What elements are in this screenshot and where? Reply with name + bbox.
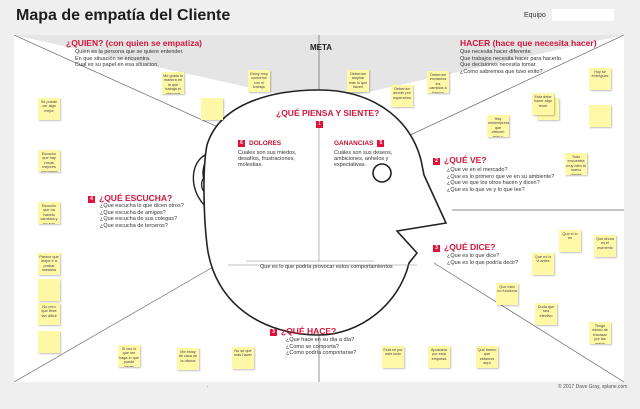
- ganancias-label: GANANCIAS: [334, 140, 374, 147]
- page-title: Mapa de empatía del Cliente: [16, 7, 231, 24]
- hacer-line-1: Que necesita hacer diferente.: [460, 49, 533, 55]
- dice-label: ¿QUÉ DICE?: [444, 242, 496, 252]
- sticky-note[interactable]: No sé qué más hacer: [232, 347, 254, 369]
- sticky-note[interactable]: Que bueno que estamos aquí: [476, 346, 498, 368]
- dolores-line-3: molestias.: [238, 162, 263, 168]
- ganancias-line-1: Cuáles son sus deseos,: [334, 150, 393, 156]
- sticky-note[interactable]: Tengo miedo de fracasar por las malas: [589, 322, 611, 344]
- mouth-caption: Que es lo que podría provocar estos comp…: [260, 264, 393, 270]
- sticky-note[interactable]: Se puede ver algo mejor: [38, 98, 60, 120]
- dice-title: 3 ¿QUÉ DICE?: [433, 242, 495, 252]
- sticky-note[interactable]: Deberían ampliar más lo que hacen: [347, 70, 369, 92]
- sticky-note[interactable]: Me estoy de casa en la oficina: [177, 348, 199, 370]
- empathy-map-board: META ¿QUIEN? (con quien se empatiza) Qui…: [14, 35, 624, 382]
- hace-line-2: ¿Como se comporta?: [286, 343, 339, 350]
- ve-title: 2 ¿QUÉ VE?: [433, 155, 487, 165]
- sticky-note[interactable]: [38, 331, 60, 353]
- dolores-label: DOLORES: [249, 140, 282, 147]
- hace-number: 3: [270, 329, 277, 336]
- sticky-note[interactable]: Esto debe hacer algo tener: [532, 93, 554, 115]
- team-label: Equipo: [524, 12, 546, 19]
- ganancias-line-2: ambiciones, anhelos y: [334, 156, 389, 162]
- hace-line-3: ¿Como podría comportarse?: [286, 350, 357, 356]
- sticky-note[interactable]: [589, 105, 611, 127]
- ve-label: ¿QUÉ VE?: [444, 155, 487, 165]
- ve-number: 2: [433, 158, 440, 165]
- sticky-note[interactable]: Está sé por este lado: [382, 346, 404, 368]
- hace-label: ¿QUÉ HACE?: [281, 326, 337, 336]
- quien-line-1: Quien es la persona que se quiere entend…: [75, 49, 184, 55]
- sticky-note[interactable]: Hoy se entregues: [589, 68, 611, 90]
- sticky-note[interactable]: Deberían enviarnos los cambios a tiempo: [427, 71, 449, 93]
- footer-dot: .: [207, 383, 209, 389]
- escucha-number: 4: [88, 196, 95, 203]
- piensa-number: 1: [316, 121, 323, 128]
- sticky-note[interactable]: Estoy muy conforme con el trabajo: [248, 70, 270, 92]
- hacer-title: HACER (hace que necesita hacer): [460, 38, 597, 48]
- dice-line-2: ¿Que es lo que podría decir?: [447, 259, 519, 266]
- dolores-number: 6: [238, 140, 245, 147]
- meta-label: META: [310, 43, 333, 52]
- escucha-line-4: ¿Que escucha de terceros?: [100, 222, 168, 229]
- quien-line-3: Cual es su papel en esa situacion.: [75, 62, 159, 68]
- sticky-note[interactable]: Me gusta la manera en la que trabaja el …: [162, 72, 184, 94]
- dolores-line-1: Cuales son sus miedos,: [238, 150, 297, 156]
- hacer-line-3: Que decisiones necesita tomar.: [460, 62, 537, 68]
- escucha-label: ¿QUÉ ESCUCHA?: [99, 193, 173, 203]
- ganancias-line-3: expectativas.: [334, 162, 367, 168]
- dice-number: 3: [433, 245, 440, 252]
- sticky-note[interactable]: Escucho que ha habido cambios y no son b…: [38, 202, 60, 224]
- escucha-title: 4 ¿QUÉ ESCUCHA?: [88, 193, 172, 203]
- sticky-note[interactable]: Apostaría por esta empresa: [428, 346, 450, 368]
- sticky-note[interactable]: Que esto no funciona: [496, 283, 518, 305]
- hace-title: 3 ¿QUÉ HACE?: [270, 326, 336, 336]
- quien-title: ¿QUIEN? (con quien se empatiza): [66, 38, 203, 48]
- sticky-note[interactable]: Hay miniempresas que ofrecen más y mejor: [487, 115, 509, 137]
- escucha-line-1: ¿Que escucha lo que dicen otros?: [100, 203, 184, 209]
- sticky-note[interactable]: Deberían decidir por esperarlos: [391, 85, 413, 107]
- dolores-line-2: desafíos, frustraciones,: [238, 156, 295, 162]
- sticky-note[interactable]: [201, 98, 223, 120]
- dolores-title: 6 DOLORES: [238, 140, 281, 147]
- footer-credit: © 2017 Dave Gray, xplane.com: [558, 384, 628, 390]
- ve-line-4: ¿Que es lo que ve y lo que lee?: [447, 186, 525, 193]
- sticky-note[interactable]: No creo que lleve tan difícil: [38, 303, 60, 325]
- sticky-note[interactable]: Duda que sea efectivo: [535, 303, 557, 325]
- sticky-note[interactable]: Que sí lo es: [559, 230, 581, 252]
- sticky-note[interactable]: [38, 279, 60, 301]
- escucha-line-2: ¿Que escucha de amigos?: [100, 209, 166, 216]
- sticky-note[interactable]: Si veo lo que me haga lo que puede hacer: [118, 345, 140, 367]
- quien-line-2: En que situación se encuentra.: [75, 55, 151, 62]
- sticky-note[interactable]: Escucho que hay cosas mejores por hacer: [38, 150, 60, 172]
- sticky-note[interactable]: Que no lo vi antes: [532, 253, 554, 275]
- sticky-note[interactable]: Parece que mejor ir a probar nuestros: [38, 253, 60, 275]
- hace-line-1: ¿Que hace en su día a día?: [286, 337, 355, 343]
- escucha-line-3: ¿Que escucha de sus colegas?: [100, 216, 178, 222]
- ganancias-number: 5: [377, 140, 385, 147]
- ve-line-1: ¿Que ve en el mercado?: [447, 167, 508, 173]
- ve-line-2: ¿Que es lo primero que ve en su ambiente…: [447, 173, 555, 180]
- sticky-note[interactable]: Que ahora es el momento: [594, 235, 616, 257]
- team-input[interactable]: [552, 9, 614, 21]
- hacer-line-2: Que trabajos necesita hacer para hacerlo…: [460, 55, 563, 62]
- piensa-title: ¿QUÉ PIENSA Y SIENTE?: [276, 108, 380, 118]
- dice-line-1: ¿Que es lo que dice?: [447, 253, 500, 259]
- sticky-note[interactable]: Todo encuentra muy bien al nuevo cliente: [565, 153, 587, 175]
- ve-line-3: ¿Que ve que los otros hacen y dicen?: [447, 180, 540, 186]
- hacer-line-4: ¿Como sabremos que tuvo exito?: [460, 68, 543, 75]
